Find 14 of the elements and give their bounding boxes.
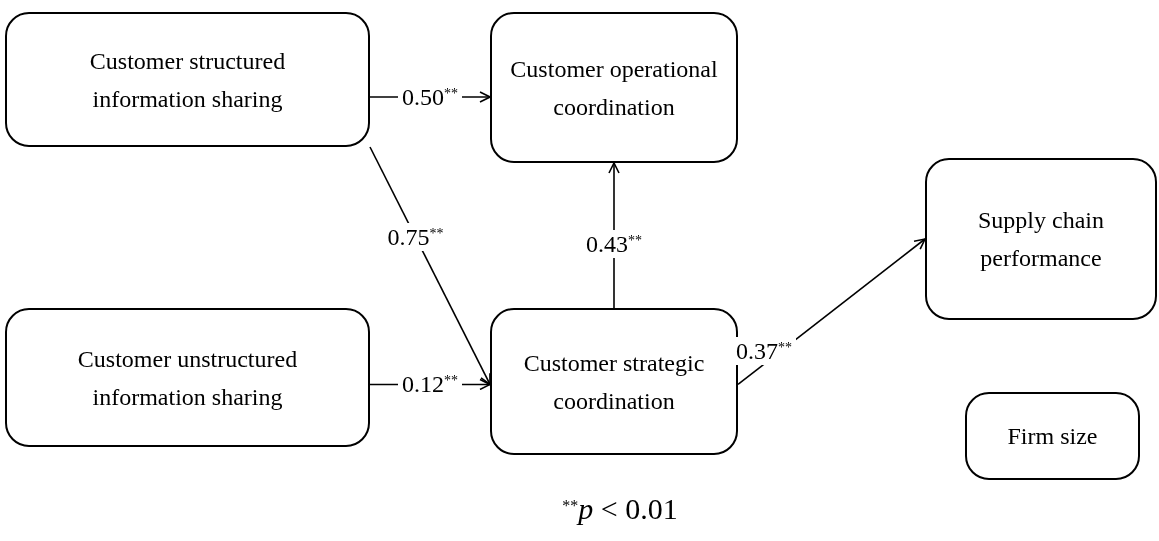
node-label: Firm size — [1007, 422, 1098, 451]
rounded-box — [965, 392, 1140, 480]
rounded-box — [5, 308, 370, 447]
rounded-box — [5, 12, 370, 147]
rounded-box — [490, 12, 738, 163]
arrow — [369, 146, 491, 386]
node-label: Customer strategic coordination — [522, 348, 706, 416]
rounded-box — [490, 308, 738, 455]
node-label: Customer structured information sharing — [88, 46, 287, 114]
node-label: Customer operational coordination — [509, 54, 719, 122]
node-label: Supply chain performance — [977, 206, 1105, 273]
rounded-box — [925, 158, 1157, 320]
node-label: Customer unstructured information sharing — [76, 344, 299, 412]
caption: $^{**}$p < 0.01 — [562, 490, 678, 527]
